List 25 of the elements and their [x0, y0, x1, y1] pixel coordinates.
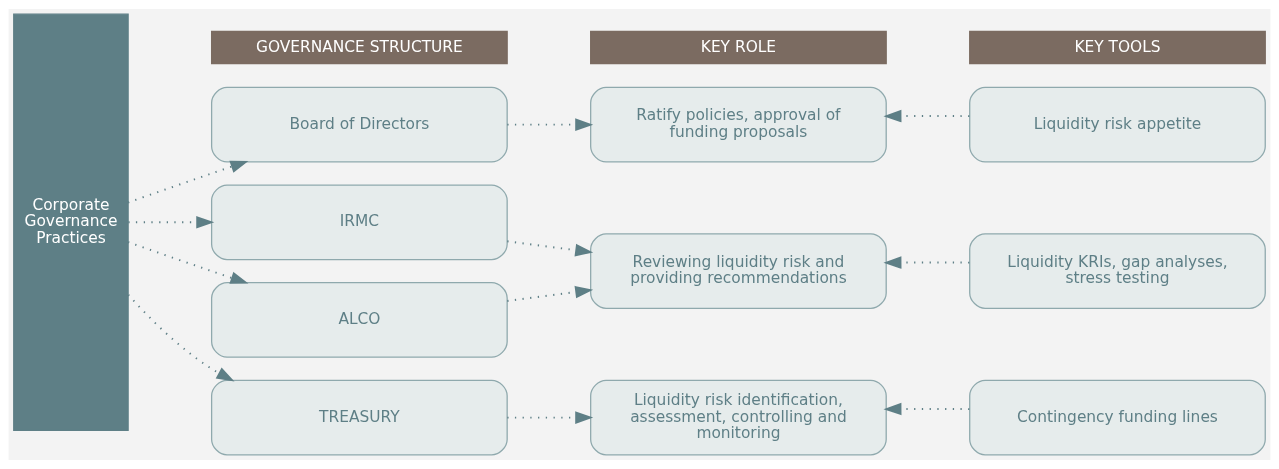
node-box: KEY ROLE: [590, 30, 887, 65]
arrow: [506, 285, 594, 302]
node-box: Liquidity risk identification, assessment, controlling and monitoring: [590, 379, 887, 456]
node-box: Reviewing liquidity risk and providing recommendations: [590, 233, 887, 309]
node-box: TREASURY: [211, 379, 508, 456]
arrow: [883, 109, 971, 123]
arrow: [127, 293, 235, 382]
node-box: Corporate Governance Practices: [13, 13, 129, 432]
node-box: ALCO: [211, 282, 508, 358]
arrow: [127, 241, 249, 284]
node-box: Board of Directors: [211, 86, 508, 163]
node-box: Liquidity KRIs, gap analyses, stress testing: [969, 233, 1266, 309]
node-box: Liquidity risk appetite: [969, 86, 1266, 163]
arrow: [127, 216, 215, 229]
arrow: [506, 411, 594, 424]
node-box: GOVERNANCE STRUCTURE: [211, 30, 508, 65]
node-box: Ratify policies, approval of funding proposals: [590, 86, 887, 163]
arrow: [506, 240, 594, 257]
node-box: Contingency funding lines: [969, 379, 1266, 456]
arrow: [883, 402, 971, 416]
arrow: [506, 118, 594, 131]
arrow: [127, 160, 249, 204]
node-box: KEY TOOLS: [969, 30, 1266, 65]
node-box: IRMC: [211, 184, 508, 261]
arrow: [883, 256, 971, 269]
